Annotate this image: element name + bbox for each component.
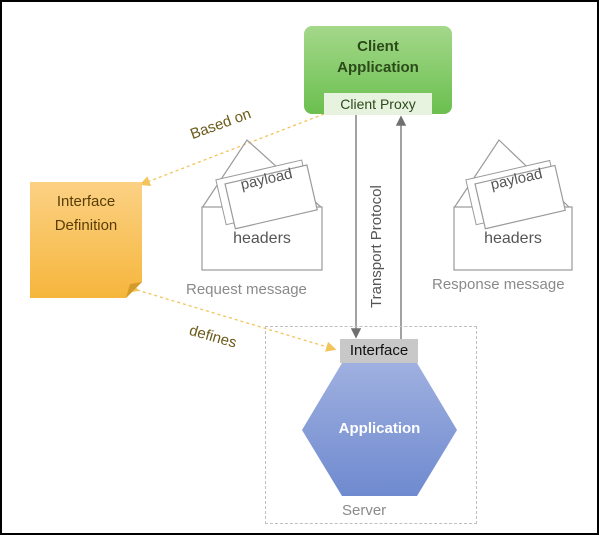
interface-definition-label: Interface Definition — [30, 190, 142, 238]
server-interface-label: Interface — [340, 339, 418, 363]
client-title-line2: Application — [337, 59, 419, 76]
based-on-arrow — [139, 113, 325, 187]
application-label: Application — [338, 420, 421, 437]
sticky-note-shape — [30, 182, 142, 298]
server-boundary — [265, 326, 477, 524]
application-hexagon — [302, 363, 457, 496]
server-caption: Server — [342, 502, 387, 519]
request-headers-label: headers — [233, 230, 291, 247]
client-proxy-label: Client Proxy — [324, 93, 432, 115]
request-message-caption: Request message — [186, 281, 307, 298]
interface-definition-line2: Definition — [54, 217, 118, 234]
client-application-title: Client Application — [304, 36, 452, 78]
defines-arrow — [128, 282, 337, 352]
request-payload-sheet — [224, 164, 318, 230]
response-payload-sheet — [474, 164, 566, 230]
response-headers-label: headers — [484, 230, 542, 247]
response-envelope-body — [453, 206, 573, 271]
client-title-line1: Client — [357, 38, 399, 55]
interface-definition-line1: Interface — [56, 193, 116, 210]
sticky-note-fold — [126, 282, 142, 298]
transport-protocol-label: Transport Protocol — [368, 185, 385, 308]
response-message-caption: Response message — [432, 276, 565, 293]
